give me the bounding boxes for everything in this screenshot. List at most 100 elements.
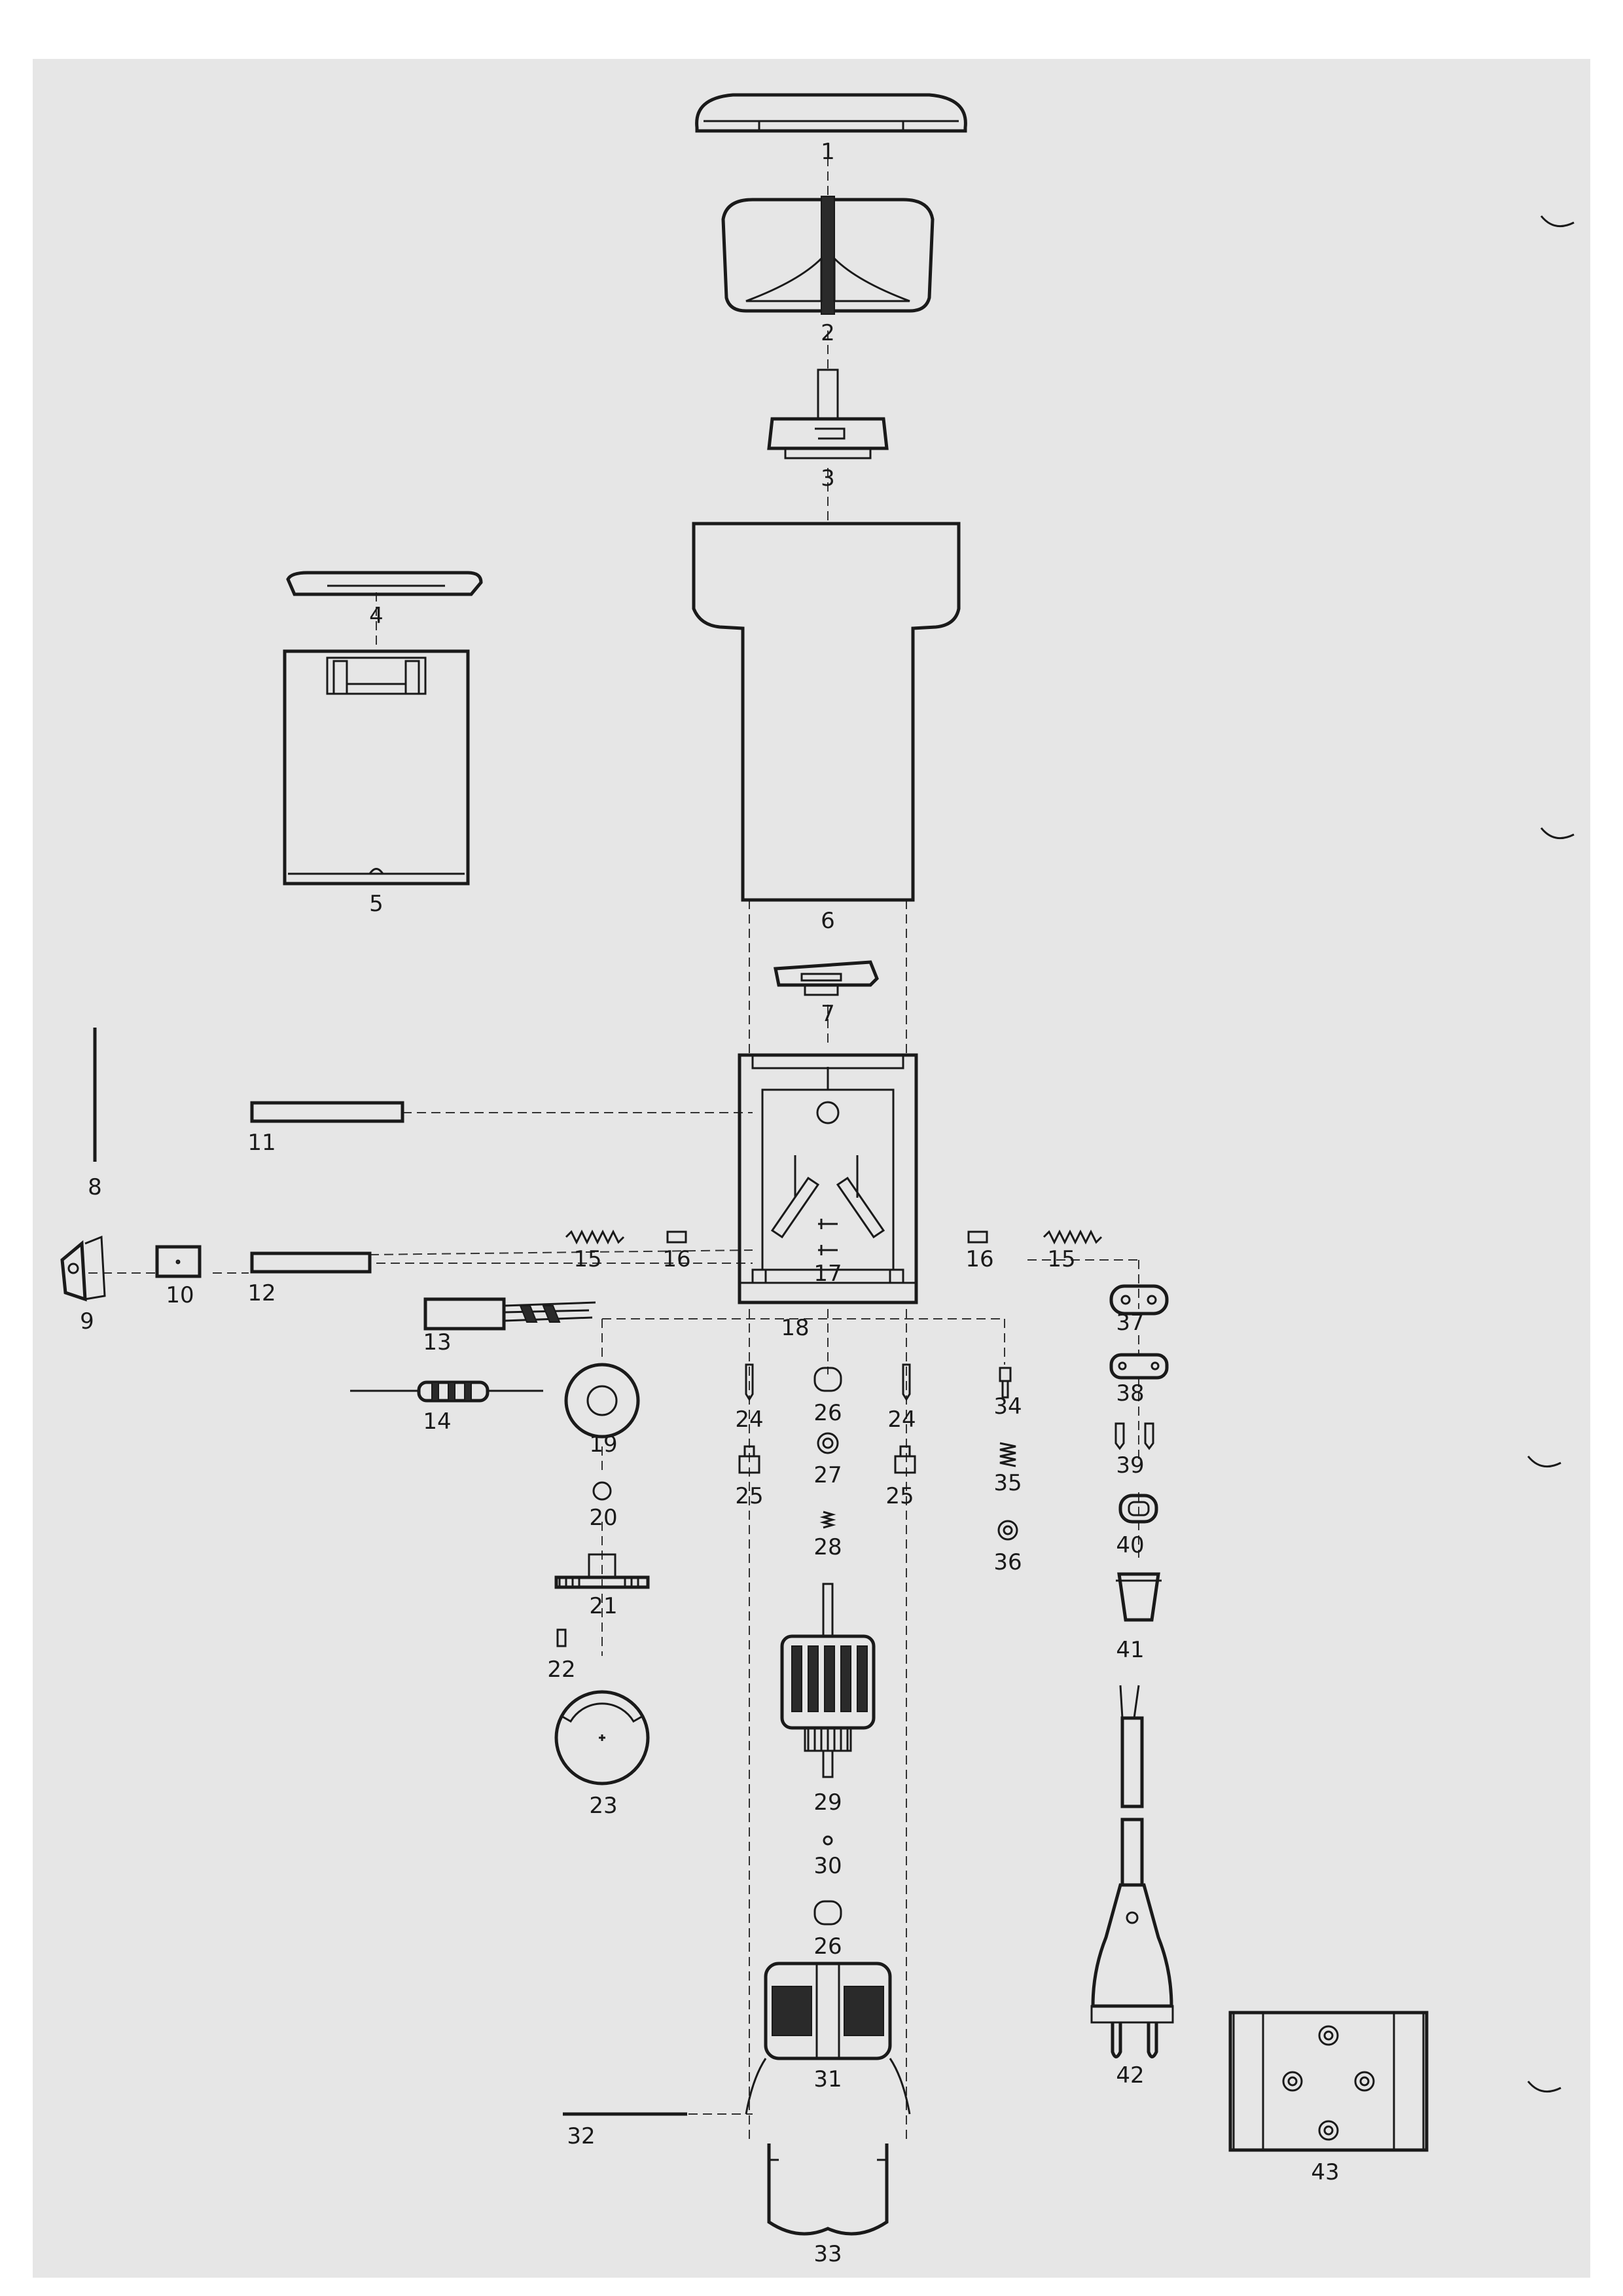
- label-3: 3: [821, 465, 835, 492]
- label-10: 10: [166, 1282, 194, 1308]
- label-4: 4: [369, 603, 383, 629]
- binder-hole-4: [1527, 2081, 1561, 2093]
- label-5: 5: [369, 891, 383, 917]
- label-23: 23: [589, 1793, 617, 1819]
- part-13-capacitor: 13: [423, 1297, 596, 1355]
- part-35-spring: 35: [993, 1442, 1022, 1496]
- part-20-washer: 20: [589, 1481, 618, 1531]
- label-27: 27: [813, 1462, 842, 1488]
- paper-background: [33, 59, 1590, 2278]
- part-40-grommet: 40: [1116, 1494, 1158, 1558]
- label-2: 2: [821, 320, 835, 346]
- label-9: 9: [80, 1308, 94, 1335]
- label-15-right: 15: [1047, 1246, 1075, 1272]
- part-19-ring: 19: [564, 1363, 640, 1458]
- label-25-left: 25: [735, 1483, 763, 1509]
- label-26-top: 26: [813, 1400, 842, 1426]
- label-22: 22: [547, 1657, 575, 1683]
- part-26-bearing-bottom: 26: [813, 1900, 842, 1960]
- part-32-wire: 32: [563, 2112, 687, 2149]
- label-16-right: 16: [965, 1246, 993, 1272]
- label-29: 29: [813, 1789, 842, 1816]
- part-23-dial: 23: [554, 1690, 650, 1819]
- label-42: 42: [1116, 2062, 1144, 2089]
- label-6: 6: [821, 908, 835, 934]
- part-11-strip: 11: [247, 1101, 404, 1156]
- part-7-switch-block: 7: [773, 960, 879, 1027]
- part-1-top-cap: 1: [695, 93, 967, 165]
- label-1: 1: [821, 139, 835, 165]
- label-15-left: 15: [573, 1246, 601, 1272]
- part-15-spring-left: 15: [565, 1229, 625, 1272]
- label-31: 31: [813, 2066, 842, 2092]
- label-8: 8: [88, 1174, 102, 1200]
- label-39: 39: [1116, 1452, 1144, 1479]
- part-38-clamp: 38: [1109, 1353, 1169, 1407]
- label-32: 32: [567, 2123, 595, 2149]
- part-27-washer: 27: [813, 1432, 842, 1488]
- part-31-stator: 31: [745, 1962, 911, 2115]
- label-37: 37: [1116, 1310, 1144, 1336]
- label-21: 21: [589, 1593, 617, 1619]
- label-33: 33: [813, 2241, 842, 2267]
- part-43-base-plate: 43: [1228, 2011, 1429, 2185]
- binder-hole-3: [1527, 1456, 1561, 1468]
- label-25-right: 25: [885, 1483, 914, 1509]
- label-17: 17: [813, 1261, 842, 1287]
- part-36-button: 36: [993, 1520, 1022, 1575]
- part-15-spring-right: 15: [1043, 1229, 1103, 1272]
- part-2-cutter-head: 2: [721, 196, 935, 346]
- part-21-gear: 21: [554, 1553, 650, 1619]
- part-16-pin-left: 16: [662, 1230, 691, 1272]
- label-35: 35: [993, 1470, 1022, 1496]
- part-24-screw-left: 24: [735, 1363, 764, 1433]
- part-22-screw: 22: [547, 1628, 576, 1683]
- part-18-chassis: 18: [738, 1053, 918, 1341]
- binder-hole-1: [1540, 215, 1575, 228]
- assembly-lines: [88, 143, 1139, 2140]
- label-34: 34: [993, 1393, 1022, 1420]
- label-40: 40: [1116, 1532, 1144, 1558]
- part-34-screw: 34: [993, 1367, 1022, 1420]
- part-10-block: 10: [155, 1245, 202, 1308]
- label-18: 18: [781, 1315, 809, 1341]
- part-6-main-housing: 6: [692, 522, 961, 934]
- part-25-foot-left: 25: [735, 1445, 764, 1509]
- part-14-resistor: 14: [350, 1380, 543, 1435]
- part-30-washer: 30: [813, 1835, 842, 1879]
- label-26-bottom: 26: [813, 1933, 842, 1960]
- part-5-side-housing: 5: [283, 649, 470, 917]
- label-28: 28: [813, 1534, 842, 1560]
- part-25-foot-right: 25: [885, 1445, 916, 1509]
- label-24-left: 24: [735, 1407, 763, 1433]
- label-13: 13: [423, 1329, 451, 1355]
- binder-hole-2: [1540, 827, 1575, 840]
- label-16-left: 16: [662, 1246, 690, 1272]
- part-16-pin-right: 16: [965, 1230, 994, 1272]
- label-38: 38: [1116, 1380, 1144, 1407]
- label-19: 19: [589, 1431, 617, 1458]
- part-17-screws: 17: [813, 1219, 842, 1287]
- part-4-side-cover: 4: [286, 571, 483, 629]
- label-30: 30: [813, 1853, 842, 1879]
- part-3-coupling: 3: [767, 368, 889, 492]
- label-41: 41: [1116, 1637, 1144, 1663]
- label-20: 20: [589, 1505, 617, 1531]
- label-36: 36: [993, 1549, 1022, 1575]
- label-7: 7: [821, 1001, 835, 1027]
- part-41-strain-relief: 41: [1116, 1572, 1162, 1663]
- part-28-spring: 28: [813, 1511, 842, 1560]
- part-8-pin: 8: [88, 1028, 102, 1200]
- part-9-switch-lever: 9: [60, 1235, 106, 1335]
- part-29-armature: 29: [780, 1583, 876, 1816]
- part-26-bearing-top: 26: [813, 1367, 842, 1426]
- label-43: 43: [1311, 2159, 1339, 2185]
- part-42-power-cord-plug: 42: [1090, 1685, 1174, 2089]
- label-14: 14: [423, 1408, 451, 1435]
- binder-holes: [1527, 215, 1575, 2093]
- label-24-right: 24: [887, 1407, 916, 1433]
- label-12: 12: [247, 1280, 276, 1306]
- part-37-clamp: 37: [1109, 1284, 1169, 1336]
- part-33-bracket: 33: [767, 2144, 889, 2267]
